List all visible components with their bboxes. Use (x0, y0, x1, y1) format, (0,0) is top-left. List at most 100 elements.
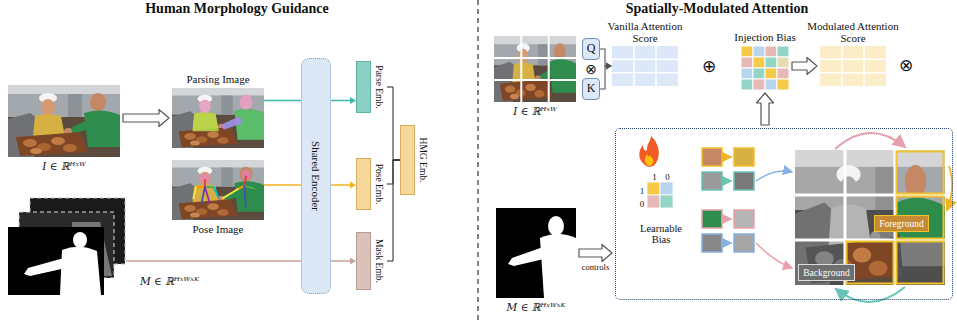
mask-art-right-part (540, 234, 576, 298)
injection-grid-part (765, 79, 777, 90)
patch-pairs-part (734, 172, 754, 190)
node-label: M ∈ ℝᴴˣᵂˣᴷ (140, 275, 199, 287)
patch-pairs-part (723, 156, 731, 158)
mask-stack-art-part (8, 227, 104, 295)
node-label: Vanilla Attention Score (602, 20, 688, 44)
parsing-photo-part (199, 100, 210, 113)
modulated-grid-part-part (820, 59, 886, 61)
injection-grid-part (753, 46, 765, 57)
node-label: Pose Image (192, 223, 243, 236)
parsing-image: Parsing Image (172, 88, 264, 148)
vanilla-grid-part (612, 46, 678, 86)
hollow-arrow-shape (757, 93, 774, 125)
bias-matrix-part (647, 195, 660, 208)
patched-image: I ∈ ℝᴴˣᵂ (494, 36, 576, 102)
panel-title: Spatially-Modulated Attention (626, 1, 808, 17)
hollow-arrow-shape (123, 110, 169, 127)
patch-grid-image-part (795, 150, 945, 285)
injection-grid-part (777, 46, 789, 57)
operator-symbol: ⊗ (899, 56, 913, 76)
bias-matrix (647, 182, 673, 208)
bias-matrix-part (647, 182, 660, 195)
vanilla-grid-part-part (655, 46, 657, 86)
node-label: Background (803, 267, 849, 278)
hollow-arrow (123, 110, 169, 127)
node-label: Foreground (879, 218, 923, 229)
injection-grid-part (741, 79, 753, 90)
injection-grid-part (765, 57, 777, 68)
patch-pairs-part (702, 148, 722, 166)
patch-pairs-part (702, 210, 722, 228)
connector-line (600, 49, 606, 66)
hmg-embedding: HMG Emb. (400, 125, 431, 195)
mask-embedding: Mask Emb. (356, 232, 387, 290)
pose-photo (172, 160, 264, 220)
patch-pairs-part (702, 234, 722, 252)
pose-photo-part-part (193, 187, 195, 198)
node-label: I ∈ ℝᴴˣᵂ (42, 160, 86, 172)
pose-photo-part-part (205, 186, 214, 189)
connector (387, 87, 400, 160)
parsing-photo-part (172, 88, 264, 148)
arrowhead (606, 63, 612, 70)
input-photo-right-part (494, 36, 576, 102)
modulated-grid-part-part (820, 72, 886, 74)
operator-symbol: ⊕ (702, 57, 716, 77)
mask-stack-art-part (24, 258, 66, 276)
panel-title: Human Morphology Guidance (145, 1, 329, 17)
key-box: K (582, 78, 600, 100)
vanilla-grid-part (612, 46, 678, 86)
injection-grid (741, 46, 789, 90)
modulated-grid (820, 46, 886, 86)
node-label: Learnable Bias (630, 223, 692, 245)
pose-photo-part-part (244, 177, 246, 186)
injection-bias-grid: Injection Bias (741, 46, 789, 90)
patch-pairs-part (702, 172, 722, 190)
node-label: Pose Emb. (373, 164, 384, 205)
patch-grid-image-part (947, 166, 952, 210)
parsing-photo-part (239, 95, 252, 110)
patch-grid-image-part (835, 133, 905, 149)
node-label: Shared Encoder (310, 141, 323, 211)
node-label: Parse Emb. (373, 65, 384, 108)
node-label: M ∈ ℝᴴˣᵂˣᴷ (507, 301, 566, 313)
input-photo (8, 85, 120, 157)
patch-pairs-part (723, 218, 731, 220)
embedding-bar (356, 61, 371, 113)
modulated-score-grid: Modulated Attention Score (820, 46, 886, 86)
patch-grid-lines-part (548, 36, 550, 102)
patch-pairs-part (734, 210, 754, 228)
patch-grid-lines-part (494, 79, 576, 81)
connector-line (387, 160, 400, 261)
mask-stack-art-part (60, 247, 101, 295)
operator-symbol: ⊗ (585, 61, 597, 77)
pose-photo-part-part (202, 187, 205, 204)
modulated-grid-part (820, 46, 886, 86)
connector (600, 63, 612, 90)
background-tag: Background (798, 264, 855, 281)
node-label: Modulated Attention Score (801, 20, 905, 44)
node-label: Injection Bias (734, 31, 795, 44)
patch-pairs-part (723, 180, 731, 182)
connector-line (387, 87, 400, 160)
pose-photo-part-part (238, 186, 245, 189)
vanilla-score-grid: Vanilla Attention Score (612, 46, 678, 86)
vanilla-grid-part-part (633, 46, 635, 86)
modulated-grid-part (820, 46, 886, 86)
bias-matrix-part (660, 182, 673, 195)
embedding-bar (356, 158, 371, 210)
pose-photo-part-part (244, 186, 246, 207)
pose-photo-part-part (204, 180, 206, 187)
node-label: 1 (640, 185, 645, 195)
trainable-flame-icon-part (639, 136, 658, 167)
trainable-flame-icon-part (645, 154, 654, 166)
pose-image: Pose Image (172, 160, 264, 220)
parsing-photo (172, 88, 264, 148)
connector-line (600, 66, 606, 89)
pose-photo-part-part (223, 189, 238, 198)
patch-grid-lines-part (520, 36, 522, 102)
node-label: 0 (640, 198, 645, 208)
injection-grid-part (753, 57, 765, 68)
injection-grid-part (777, 68, 789, 79)
